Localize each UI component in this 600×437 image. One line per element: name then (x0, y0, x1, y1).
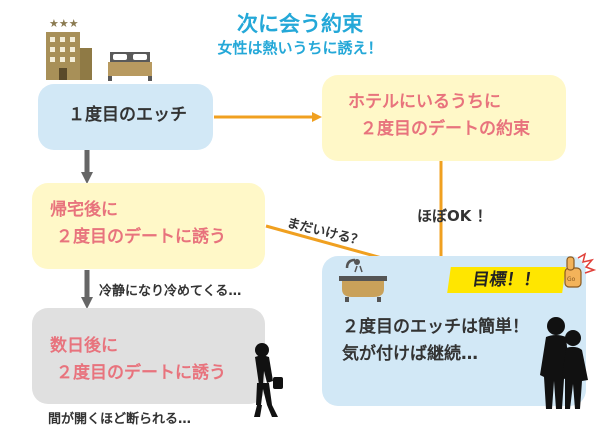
goal-badge: 目標！！ (447, 267, 566, 293)
box-days-later-line1: 数日後に (50, 336, 118, 356)
box-hotel-promise: ホテルにいるうちに ２度目のデートの約束 (322, 75, 566, 161)
label-cool-down: 冷静になり冷めてくる… (99, 284, 242, 299)
label-almost-ok: ほぼOK ！ (417, 207, 492, 225)
box-days-later: 数日後に ２度目のデートに誘う (32, 308, 265, 404)
svg-text:★★★: ★★★ (49, 17, 79, 30)
page-subtitle: 女性は熱いうちに誘え！ (217, 39, 383, 57)
box-hotel-promise-line2: ２度目のデートの約束 (360, 119, 530, 140)
box-first-date: １度目のエッチ (38, 84, 213, 150)
box-after-home-line1: 帰宅後に (50, 200, 118, 220)
box-hotel-promise-line1: ホテルにいるうちに (348, 92, 501, 112)
label-rejected: 間が開くほど断られる… (48, 412, 192, 427)
box-after-home: 帰宅後に ２度目のデートに誘う (32, 183, 265, 269)
bed-icon (108, 52, 152, 81)
box-goal-line2: 気が付けば継続… (342, 344, 478, 365)
box-days-later-line2: ２度目のデートに誘う (56, 363, 226, 384)
box-first-date-text: １度目のエッチ (68, 105, 187, 125)
hotel-building-icon: ★★★ (46, 17, 92, 80)
box-goal-line1: ２度目のエッチは簡単！ (342, 317, 529, 337)
page-title: 次に会う約束 (237, 12, 363, 36)
box-after-home-line2: ２度目のデートに誘う (56, 227, 226, 248)
